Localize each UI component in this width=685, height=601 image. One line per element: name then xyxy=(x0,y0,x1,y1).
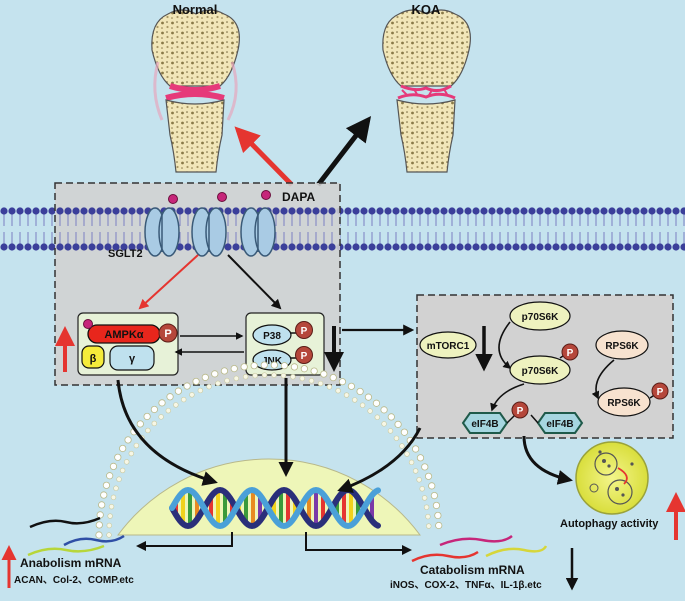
rps6k-top-label: RPS6K xyxy=(605,341,639,352)
ampk-gamma-label: γ xyxy=(129,353,136,365)
ampk-dapa-dot xyxy=(83,319,93,329)
arrow-p70-activation xyxy=(498,321,512,370)
rps6k-bottom-node xyxy=(597,387,651,417)
jnk-phospho: P xyxy=(295,346,313,364)
eif4b-left-label: eIF4B xyxy=(471,419,498,430)
mtorc1-node xyxy=(419,331,477,359)
svg-text:P: P xyxy=(657,387,664,398)
svg-text:P: P xyxy=(164,328,171,340)
p70-bottom-node xyxy=(509,355,571,385)
ampk-beta-label: β xyxy=(90,353,97,365)
p70-phospho: P xyxy=(561,343,579,361)
arrow-sglt2-to-mapk xyxy=(227,254,282,310)
eif4b-right-node xyxy=(536,412,584,434)
svg-text:P: P xyxy=(301,326,308,337)
sglt2-label: SGLT2 xyxy=(108,248,143,260)
nuclear-membrane xyxy=(95,361,443,539)
arrow-p70-to-eif4b xyxy=(490,383,525,412)
p38-label: P38 xyxy=(263,331,281,342)
p38-node xyxy=(252,324,292,346)
normal-joint xyxy=(151,9,240,173)
svg-text:P: P xyxy=(301,351,308,362)
arrow-eif4b-convert xyxy=(530,414,539,424)
arrow-to-normal xyxy=(234,126,294,187)
rps6k-top-node xyxy=(595,330,649,360)
p70-bottom-label: p70S6K xyxy=(522,366,559,377)
ampk-alpha-label: AMPKα xyxy=(104,329,143,341)
arrow-ampk-to-dna xyxy=(116,379,218,486)
ampk-phospho: P xyxy=(158,323,178,343)
koa-joint xyxy=(382,9,471,173)
eif4b-phospho: P xyxy=(511,401,529,419)
arrow-dna-to-anabolism xyxy=(136,532,233,551)
p70-top-label: p70S6K xyxy=(522,312,559,323)
arrow-mtor-to-dna xyxy=(337,427,422,493)
arrow-to-koa xyxy=(316,116,372,187)
arrow-sglt2-to-ampk xyxy=(138,254,199,310)
dapa-label: DAPA xyxy=(282,190,315,204)
mtorc1-label: mTORC1 xyxy=(427,341,470,352)
normal-label: Normal xyxy=(173,2,218,17)
anabolism-genes: ACAN、Col-2、COMP.etc xyxy=(14,575,134,586)
eif4b-right-label: eIF4B xyxy=(546,419,573,430)
sglt2-transporters xyxy=(144,207,276,257)
svg-text:P: P xyxy=(517,406,524,417)
p38-phospho: P xyxy=(295,321,313,339)
autophagy-label: Autophagy activity xyxy=(560,518,659,530)
ampk-beta xyxy=(81,345,105,369)
autophagy-vesicle xyxy=(575,441,649,515)
catabolism-title: Catabolism mRNA xyxy=(420,563,525,577)
p70-top-node xyxy=(509,301,571,331)
anabolism-mrna-strands xyxy=(27,516,125,557)
dapa-molecules xyxy=(168,190,271,204)
arrow-dna-to-catabolism xyxy=(305,532,412,555)
arrow-mtor-to-autophagy xyxy=(522,435,573,485)
catabolism-genes: iNOS、COX-2、TNFα、IL-1β.etc xyxy=(390,580,542,591)
ampk-gamma xyxy=(109,345,155,371)
arrow-rps6k-activation xyxy=(591,359,615,400)
rps6k-phospho: P xyxy=(651,382,669,400)
rps6k-bottom-label: RPS6K xyxy=(607,398,641,409)
koa-label: KOA xyxy=(412,2,442,17)
jnk-label: JNK xyxy=(262,356,283,367)
catabolism-mrna-strands xyxy=(411,534,548,563)
svg-text:P: P xyxy=(567,348,574,359)
anabolism-title: Anabolism mRNA xyxy=(20,556,122,570)
